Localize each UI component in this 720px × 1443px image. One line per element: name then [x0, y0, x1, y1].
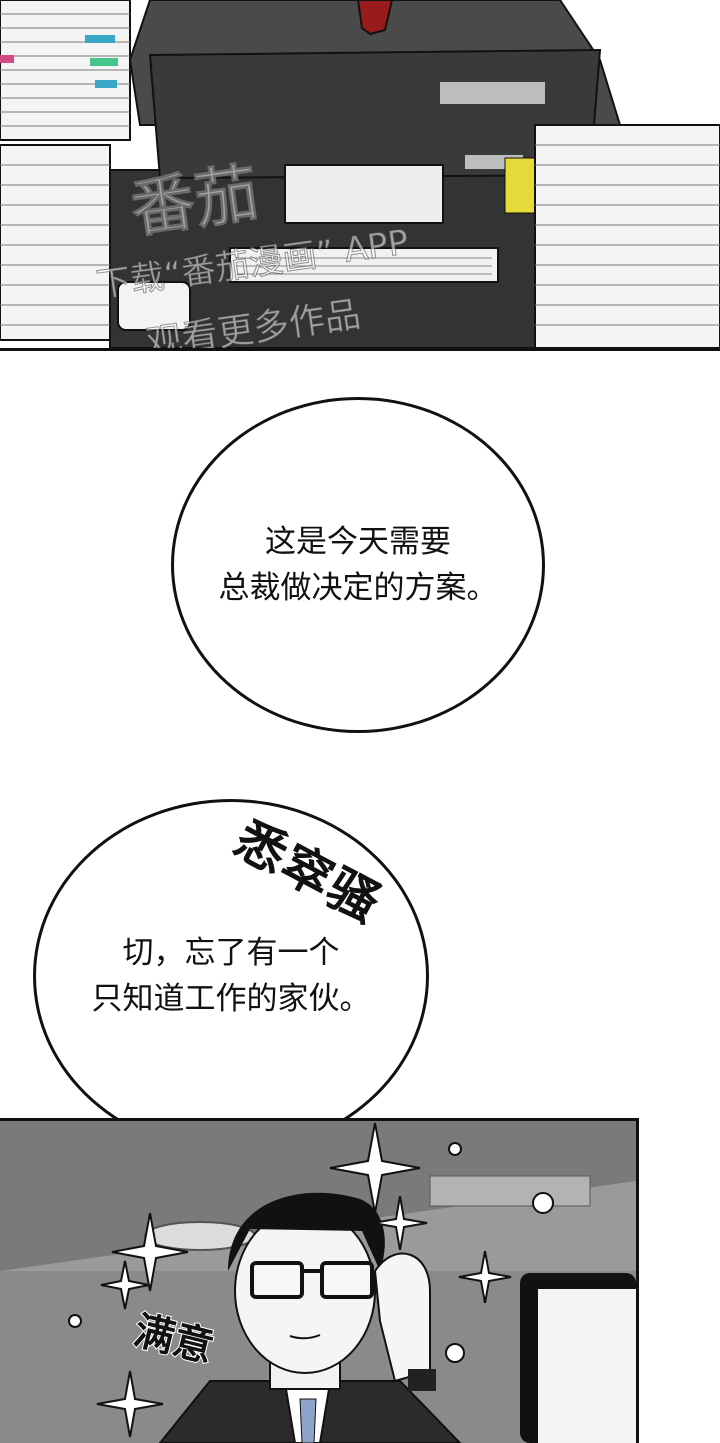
watermark-brand: 番茄 [126, 156, 264, 248]
speech-bubble-2: 切，忘了有一个 只知道工作的家伙。 [33, 799, 429, 1153]
bubble-1-line-2: 总裁做决定的方案。 [218, 570, 498, 606]
man-glasses-panel [0, 1118, 639, 1443]
desk-panel: 番茄 下载“番茄漫画” APP 观看更多作品 [0, 0, 720, 351]
bubble-2-line-2: 只知道工作的家伙。 [91, 981, 371, 1017]
speech-bubble-1: 这是今天需要 总裁做决定的方案。 [171, 397, 545, 733]
man-illustration [0, 1121, 636, 1443]
bubble-1-line-1: 这是今天需要 [265, 524, 451, 560]
bubble-2-line-1: 切，忘了有一个 [122, 935, 340, 971]
desk-illustration [0, 0, 720, 348]
